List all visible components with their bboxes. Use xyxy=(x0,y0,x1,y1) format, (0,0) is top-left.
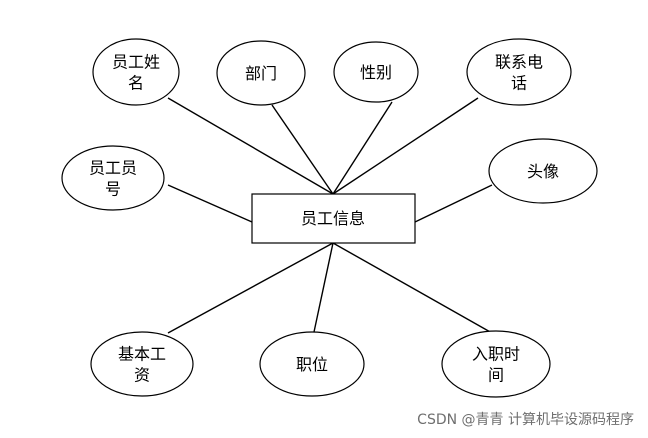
attribute-label: 入职时 xyxy=(472,345,520,364)
entity-label: 员工信息 xyxy=(301,209,365,228)
edge-base-salary xyxy=(167,242,334,334)
attribute-label: 间 xyxy=(488,366,504,385)
attribute-label: 职位 xyxy=(296,355,328,374)
attribute-label: 员工员 xyxy=(89,159,137,178)
attribute-label: 话 xyxy=(511,74,527,93)
attribute-ellipse xyxy=(92,38,180,106)
attribute-label: 号 xyxy=(105,180,121,199)
attribute-label: 员工姓 xyxy=(112,53,160,72)
attribute-label: 基本工 xyxy=(118,345,166,364)
edge-employee-id xyxy=(167,184,253,223)
attribute-ellipse xyxy=(216,40,306,106)
edge-phone xyxy=(332,97,479,195)
attribute-label: 部门 xyxy=(245,64,277,83)
edge-employee-name xyxy=(167,97,334,195)
edge-gender xyxy=(332,101,393,195)
edge-position xyxy=(313,242,334,333)
attribute-label: 联系电 xyxy=(495,53,543,72)
attribute-label: 名 xyxy=(128,74,144,93)
attribute-label: 性别 xyxy=(360,63,392,82)
attribute-gender: 性别 xyxy=(333,41,419,103)
attribute-label: 资 xyxy=(134,366,150,385)
attribute-ellipse xyxy=(488,138,598,204)
attribute-ellipse xyxy=(90,331,194,397)
watermark-text: CSDN @青青 计算机毕设源码程序 xyxy=(417,412,634,428)
entity-box xyxy=(251,193,416,244)
attribute-ellipse xyxy=(61,145,165,211)
entity-node: 员工信息 xyxy=(251,193,416,244)
relationship-lines xyxy=(167,97,493,334)
attribute-ellipse xyxy=(466,38,572,106)
attribute-avatar: 头像 xyxy=(488,138,598,204)
edge-avatar xyxy=(414,184,493,223)
edge-department xyxy=(271,104,334,195)
edge-hire-date xyxy=(332,242,493,334)
attribute-ellipse xyxy=(333,41,419,103)
attribute-department: 部门 xyxy=(216,40,306,106)
attribute-ellipse xyxy=(441,330,551,398)
attribute-position: 职位 xyxy=(259,331,365,397)
attribute-label: 头像 xyxy=(527,162,559,181)
attribute-ellipse xyxy=(259,331,365,397)
